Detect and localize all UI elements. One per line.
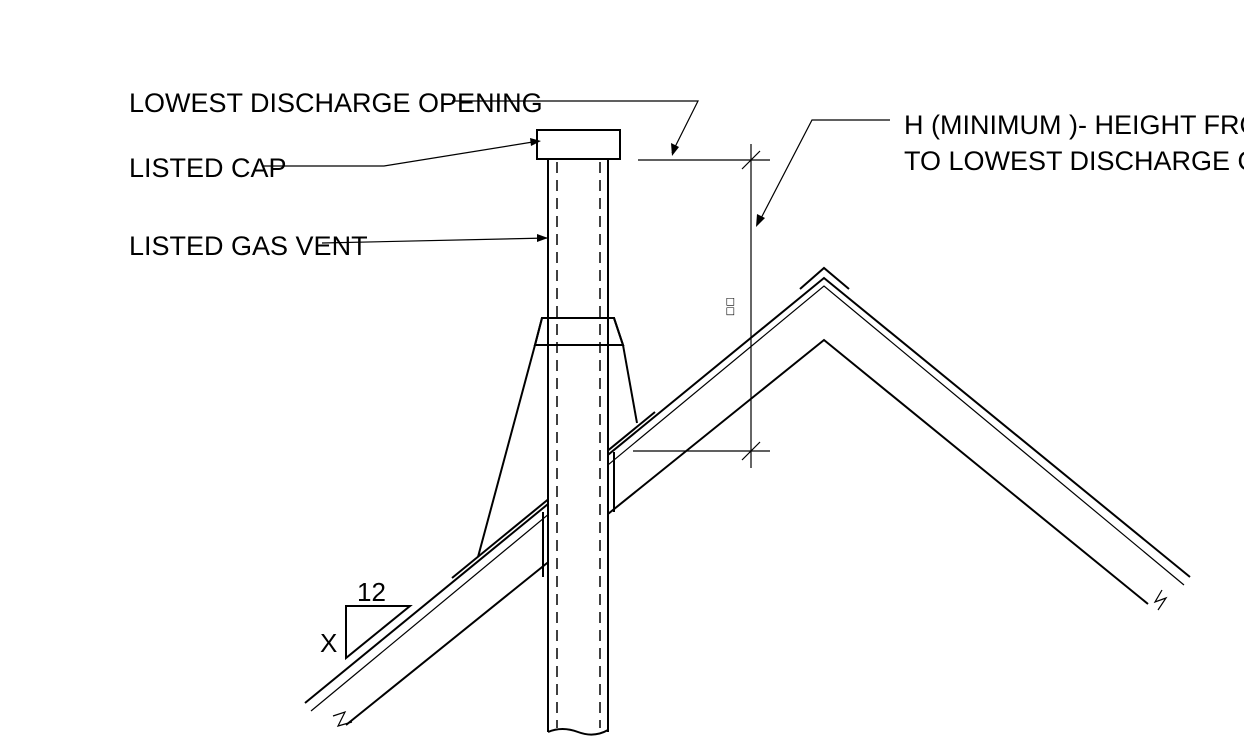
height-dimension — [633, 144, 770, 468]
label-height-line2: TO LOWEST DISCHARGE OPENING — [904, 146, 1244, 176]
label-height-line1: H (MINIMUM )- HEIGHT FROM RO — [904, 110, 1244, 140]
roof — [304, 266, 1191, 727]
leader-listed-cap — [263, 138, 541, 167]
label-lowest-discharge-opening: LOWEST DISCHARGE OPENING — [129, 88, 543, 118]
dimension-mark: □□ — [725, 297, 736, 316]
listed-gas-vent-pipe — [533, 160, 625, 736]
leader-height — [756, 119, 890, 227]
label-listed-gas-vent: LISTED GAS VENT — [129, 231, 368, 261]
leader-lowest-discharge-opening — [452, 100, 699, 156]
slope-rise-label: X — [320, 628, 337, 658]
leader-listed-gas-vent — [321, 234, 549, 244]
slope-triangle — [345, 605, 413, 661]
label-listed-cap: LISTED CAP — [129, 153, 287, 183]
slope-run-label: 12 — [357, 577, 386, 607]
listed-cap — [536, 129, 621, 160]
